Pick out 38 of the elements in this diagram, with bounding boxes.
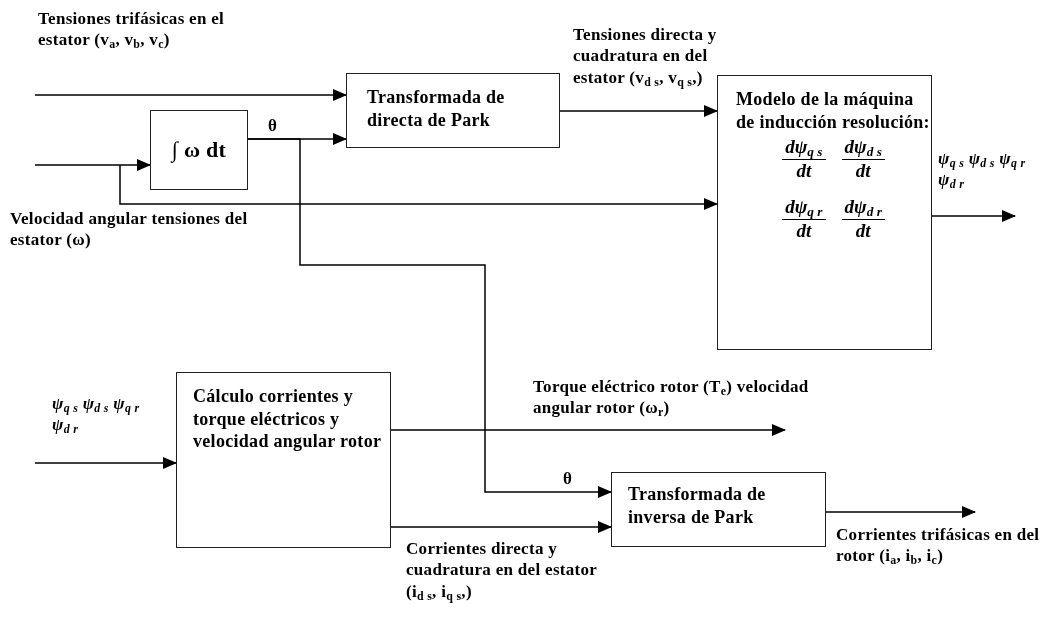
edge-label: Tensiones trifásicas en el estator (v$_{a}$, v$_{b}$, v$_{c}$) — [38, 8, 226, 51]
fraction-numerator: dψ$_{q s}$ — [782, 137, 826, 160]
edge-label: Corrientes directa y cuadratura en del estator (i$_{d s}$, i$_{q s}$,) — [406, 538, 598, 602]
edge-label: Torque eléctrico rotor (T$_{e}$) velocidad angular rotor (ω$_{r}$) — [533, 376, 810, 419]
block-label: Transformada de directa de Park — [367, 86, 506, 131]
arrow — [119, 164, 718, 210]
edge-label: ψ$_{q s}$ ψ$_{d s}$ ψ$_{q r}$ ψ$_{d r}$ — [52, 393, 141, 436]
block-box — [176, 372, 391, 548]
arrow — [390, 424, 786, 436]
edge-label: Corrientes trifásicas en del rotor (i$_{a}$, i$_{b}$, i$_{c}$) — [836, 524, 1041, 567]
block-box — [611, 472, 826, 547]
edge-label: θ — [268, 115, 279, 137]
block-box — [150, 110, 248, 190]
fraction-numerator: dψ$_{d s}$ — [841, 137, 885, 160]
arrow — [34, 89, 347, 101]
arrow — [247, 138, 612, 498]
edge-label: Velocidad angular tensiones del estator (ω) — [10, 208, 249, 251]
block-box — [346, 73, 560, 148]
arrow — [34, 457, 177, 469]
fraction-denominator: dt — [796, 159, 812, 183]
arrow — [559, 105, 718, 117]
fraction-denominator: dt — [796, 219, 812, 243]
edge-label: Tensiones directa y cuadratura en del estator (v$_{d s}$, v$_{q s}$,) — [573, 24, 718, 88]
fraction-denominator: dt — [855, 159, 871, 183]
fraction-denominator: dt — [855, 219, 871, 243]
block-label: ∫ ω dt — [171, 136, 227, 164]
arrow — [931, 210, 1016, 222]
block-label: Modelo de la máquina de inducción resolución: — [736, 88, 931, 133]
edge-label: ψ$_{q s}$ ψ$_{d s}$ ψ$_{q r}$ ψ$_{d r}$ — [938, 148, 1027, 191]
block-box — [717, 75, 932, 350]
fraction-numerator: dψ$_{q r}$ — [782, 196, 826, 220]
block-label: Transformada de inversa de Park — [628, 483, 767, 528]
arrow — [390, 521, 612, 533]
fraction-numerator: dψ$_{d r}$ — [841, 196, 885, 220]
edge-label: θ — [563, 468, 574, 490]
arrow — [34, 159, 151, 171]
arrow — [825, 506, 976, 518]
block-label: Cálculo corrientes y torque eléctricos y velocidad angular rotor — [193, 385, 383, 453]
